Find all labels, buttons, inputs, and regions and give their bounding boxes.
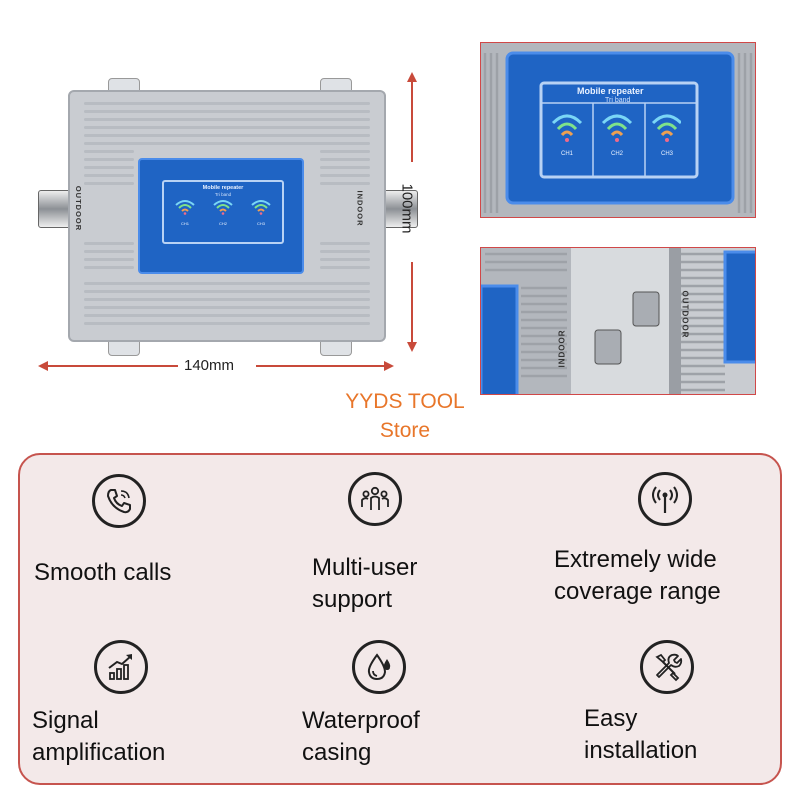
signal-growth-icon: [94, 640, 148, 694]
feature-label-coverage: Extremely wide coverage range: [554, 546, 721, 605]
closeup-indoor-label: INDOOR: [557, 329, 567, 368]
antenna-signal-icon: [638, 472, 692, 526]
closeup-subtitle: Tri band: [605, 97, 631, 104]
screen-closeup: [481, 43, 755, 217]
lcd-channel-2: CH2: [206, 199, 240, 226]
lcd-screen: Mobile repeater Tri band CH1: [138, 158, 304, 274]
feature-label-smooth-calls: Smooth calls: [34, 559, 172, 586]
device-body: OUTDOOR INDOOR Mobile repeater Tri band …: [68, 90, 386, 342]
closeup-ch1: CH1: [561, 151, 574, 157]
channel-label: CH1: [180, 221, 189, 226]
closeup-outdoor-label: OUTDOOR: [680, 290, 690, 339]
phone-call-icon: [92, 474, 146, 528]
detail-image-screen: Mobile repeater Tri band CH1 CH2 CH3: [480, 42, 756, 218]
mount-tab-bottom-right: [320, 340, 352, 356]
wifi-signal-icon: [213, 200, 233, 215]
store-line-1: YYDS TOOL: [345, 390, 465, 413]
channel-label: CH2: [218, 221, 227, 226]
closeup-signal-icons: [551, 114, 681, 142]
feature-label-easy-installation: Easy installation: [584, 705, 698, 764]
feature-label-multi-user: Multi-user support: [312, 554, 418, 613]
lcd-display: Mobile repeater Tri band CH1: [162, 180, 284, 244]
lcd-subtitle: Tri band: [214, 192, 232, 197]
device-illustration: OUTDOOR INDOOR Mobile repeater Tri band …: [20, 60, 440, 400]
width-arrow: [38, 361, 394, 371]
store-line-2: Store: [379, 419, 431, 442]
height-arrow: [407, 72, 417, 352]
indoor-port-label: INDOOR: [355, 190, 365, 227]
indoor-connector: [382, 190, 418, 228]
mount-tab-bottom-left: [108, 340, 140, 356]
lcd-title: Mobile repeater: [202, 185, 244, 191]
feature-label-waterproof: Waterproof casing: [302, 707, 420, 766]
closeup-ch3: CH3: [661, 151, 674, 157]
store-name: YYDS TOOL Store: [300, 387, 510, 445]
ports-closeup: [481, 248, 755, 394]
feature-label-signal-amplification: Signal amplification: [32, 707, 166, 766]
detail-image-ports: INDOOR OUTDOOR: [480, 247, 756, 395]
closeup-ch2: CH2: [611, 151, 624, 157]
wifi-signal-icon: [251, 200, 271, 215]
height-label: 100mm: [398, 183, 416, 234]
lcd-channel-3: CH3: [244, 199, 278, 226]
lcd-channel-1: CH1: [168, 199, 202, 226]
water-drop-icon: [352, 640, 406, 694]
multi-user-icon: [348, 472, 402, 526]
channel-label: CH3: [256, 221, 265, 226]
wifi-signal-icon: [175, 200, 195, 215]
outdoor-port-label: OUTDOOR: [74, 185, 84, 232]
closeup-title: Mobile repeater: [577, 86, 644, 96]
width-label: 140mm: [184, 357, 235, 374]
tools-icon: [640, 640, 694, 694]
